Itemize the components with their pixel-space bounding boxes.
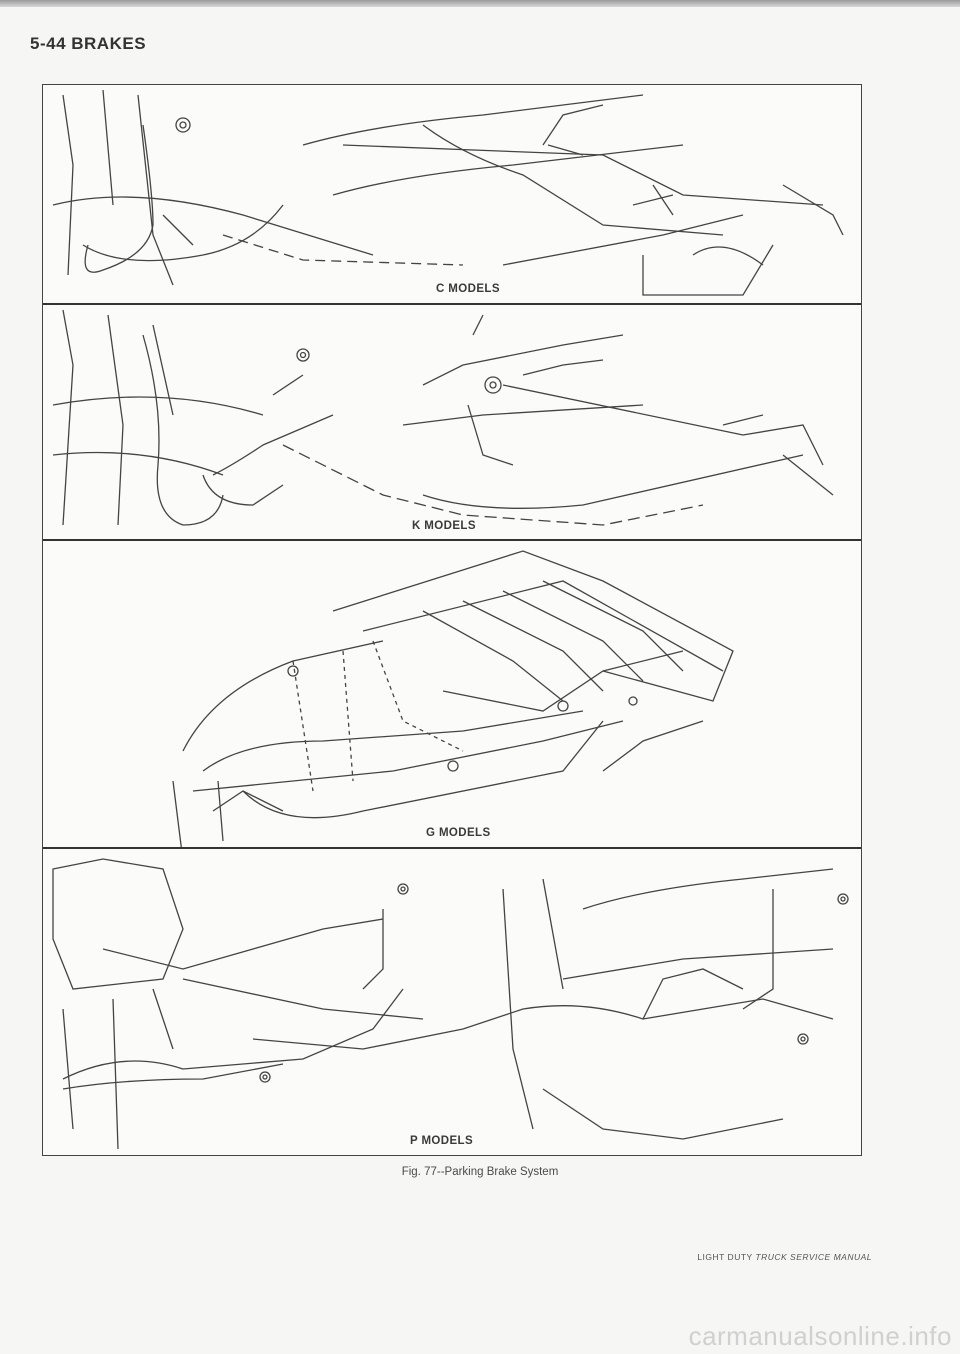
panel-p-models: P MODELS [43,849,861,1155]
panel-k-models: K MODELS [43,305,861,539]
parking-brake-figure: C MODELS K MODELS [42,84,862,1156]
panel-label-g: G MODELS [423,827,494,839]
panel-divider [43,303,861,305]
panel-divider [43,539,861,541]
figure-caption: Fig. 77--Parking Brake System [401,1166,559,1178]
scan-top-edge [0,0,960,7]
page-header: 5-44 BRAKES [30,34,147,53]
panel-divider [43,847,861,849]
panel-label-c: C MODELS [433,283,503,295]
p-models-illustration [52,858,849,1150]
panel-g-models: G MODELS [43,541,861,847]
panel-label-k: K MODELS [409,520,479,532]
watermark: carmanualsonline.info [688,1321,952,1351]
footer-prefix: LIGHT DUTY [697,1252,756,1262]
k-models-illustration [52,309,834,526]
panel-label-p: P MODELS [407,1135,477,1147]
g-models-illustration [172,550,734,847]
c-models-illustration [52,89,844,296]
manual-footer: LIGHT DUTY TRUCK SERVICE MANUAL [697,1252,872,1262]
footer-italic: TRUCK SERVICE MANUAL [755,1252,872,1262]
panel-c-models: C MODELS [43,85,861,303]
